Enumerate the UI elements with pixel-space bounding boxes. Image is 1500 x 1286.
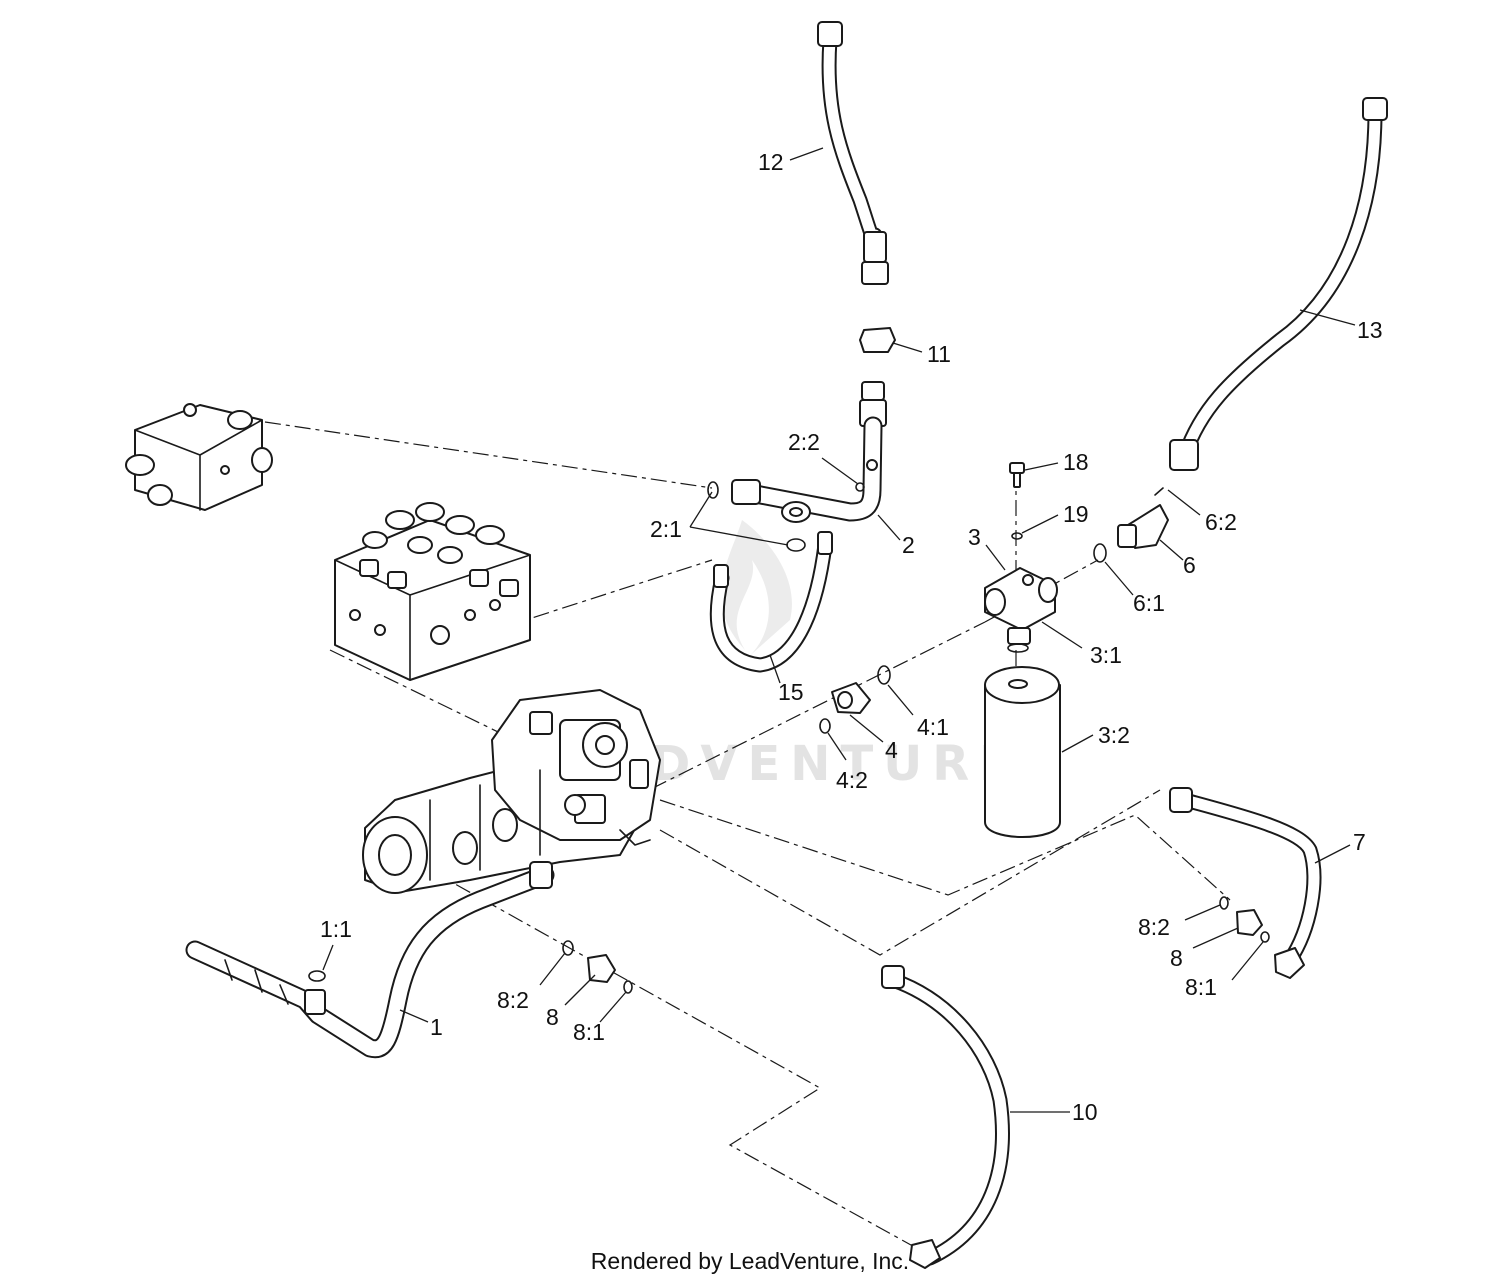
callout-1: 1: [430, 1014, 443, 1040]
callout-11: 11: [927, 341, 951, 367]
callout-6-2: 6:2: [1205, 509, 1237, 535]
oring-8-1-right: [1260, 931, 1270, 943]
hose-10: [881, 965, 1010, 1269]
callout-7: 7: [1353, 829, 1366, 855]
callout-1-1: 1:1: [320, 916, 352, 942]
callout-6: 6: [1183, 552, 1196, 578]
callout-2-2: 2:2: [788, 429, 820, 455]
callout-4-2: 4:2: [836, 767, 868, 793]
fitting-8-right: [1236, 909, 1263, 936]
fitting-6: [1117, 504, 1169, 549]
callout-8-1-right: 8:1: [1185, 974, 1217, 1000]
hose-13: [1169, 97, 1388, 471]
hose-15: [709, 531, 833, 673]
callout-2-1: 2:1: [650, 516, 682, 542]
filter-3-2: [984, 666, 1061, 838]
oring-4-2: [819, 718, 831, 734]
hose-7: [1169, 787, 1322, 979]
control-valve-block: [334, 502, 531, 681]
footer-credit: Rendered by LeadVenture, Inc.: [590, 1248, 910, 1274]
bolt-18: [1009, 462, 1025, 488]
callout-8-right: 8: [1170, 945, 1183, 971]
callout-4-1: 4:1: [917, 714, 949, 740]
hose-12: [817, 21, 889, 285]
fitting-4: [831, 682, 871, 714]
callout-labels: 12 11 2:2 2:1 2 18 19 3 3:1 3:2 6:2 6 6:…: [320, 149, 1383, 1125]
callout-19: 19: [1063, 501, 1089, 527]
oring-6-2: [1154, 487, 1164, 496]
callout-10: 10: [1072, 1099, 1098, 1125]
assembly-lines: [264, 421, 1231, 1251]
callout-18: 18: [1063, 449, 1089, 475]
oring-2-1a: [707, 481, 719, 499]
oring-8-1-left: [623, 980, 633, 994]
callout-15: 15: [778, 679, 804, 705]
tube-1: [185, 861, 555, 1059]
washer-19: [1011, 532, 1023, 540]
callout-8-left: 8: [546, 1004, 559, 1030]
callout-3: 3: [968, 524, 981, 550]
gasket-3-1: [1007, 643, 1029, 653]
tube-2: [731, 381, 887, 523]
filter-head-3: [984, 567, 1058, 645]
oring-2-2: [855, 482, 865, 492]
valve-block-small: [125, 403, 273, 511]
oring-6-1: [1093, 543, 1107, 563]
oring-1-1: [308, 970, 326, 982]
callout-4: 4: [885, 737, 898, 763]
fitting-11: [859, 327, 896, 353]
oring-8-2-left: [562, 940, 574, 956]
callout-12: 12: [758, 149, 784, 175]
callout-8-2-right: 8:2: [1138, 914, 1170, 940]
pump-assembly: [362, 689, 661, 894]
callout-3-1: 3:1: [1090, 642, 1122, 668]
oring-2-1b: [786, 538, 806, 552]
oring-8-2-right: [1219, 896, 1229, 910]
callout-8-1-left: 8:1: [573, 1019, 605, 1045]
oring-4-1: [877, 665, 891, 685]
callout-6-1: 6:1: [1133, 590, 1165, 616]
callout-3-2: 3:2: [1098, 722, 1130, 748]
callout-13: 13: [1357, 317, 1383, 343]
callout-8-2-left: 8:2: [497, 987, 529, 1013]
leader-lines: [322, 147, 1356, 1113]
callout-2: 2: [902, 532, 915, 558]
